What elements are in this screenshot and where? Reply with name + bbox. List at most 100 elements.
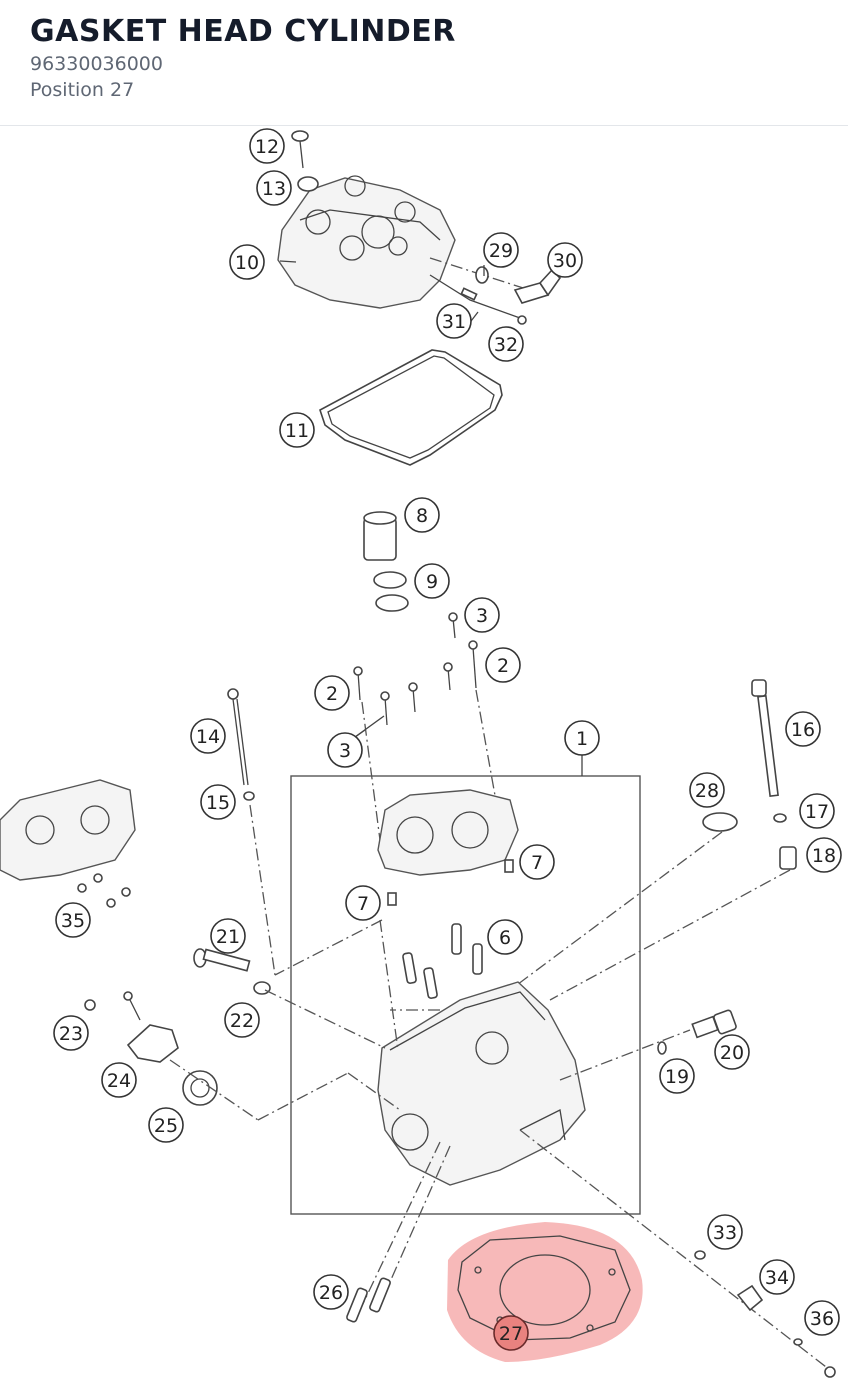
svg-text:26: 26	[319, 1282, 343, 1304]
valve-cover-gasket	[319, 349, 503, 466]
svg-text:8: 8	[416, 505, 428, 527]
svg-text:31: 31	[442, 311, 466, 333]
callout-18[interactable]: 18	[806, 837, 842, 873]
svg-text:21: 21	[216, 926, 240, 948]
svg-text:32: 32	[494, 334, 518, 356]
svg-text:9: 9	[426, 571, 438, 593]
tensioner-bolt	[193, 948, 386, 1049]
camshaft-carrier-spare	[0, 779, 136, 908]
svg-text:11: 11	[285, 420, 309, 442]
svg-text:16: 16	[791, 719, 815, 741]
svg-text:14: 14	[196, 726, 220, 748]
callout-23[interactable]: 23	[53, 1015, 89, 1051]
svg-text:29: 29	[489, 240, 513, 262]
svg-text:6: 6	[499, 927, 511, 949]
position-label: Position 27	[30, 79, 135, 101]
svg-text:10: 10	[235, 252, 259, 274]
cylinder-head	[377, 981, 586, 1186]
callout-2[interactable]: 2	[314, 675, 350, 711]
callout-29[interactable]: 29	[483, 232, 519, 268]
svg-text:2: 2	[326, 683, 338, 705]
svg-text:19: 19	[665, 1066, 689, 1088]
svg-text:34: 34	[765, 1267, 789, 1289]
temperature-sensor	[559, 1009, 737, 1081]
callout-13[interactable]: 13	[256, 170, 292, 206]
svg-text:13: 13	[262, 178, 286, 200]
cover-bolt	[291, 130, 309, 169]
valve-cover	[277, 175, 456, 309]
head-gasket	[457, 1235, 631, 1341]
callout-12[interactable]: 12	[249, 128, 285, 164]
svg-text:1: 1	[576, 728, 588, 750]
callout-20[interactable]: 20	[714, 1034, 750, 1070]
svg-text:20: 20	[720, 1042, 744, 1064]
svg-text:17: 17	[805, 801, 829, 823]
callout-28[interactable]: 28	[689, 772, 725, 808]
dowel-pins	[346, 1141, 451, 1323]
svg-text:23: 23	[59, 1023, 83, 1045]
header: GASKET HEAD CYLINDER 96330036000 Positio…	[0, 0, 848, 126]
svg-text:3: 3	[476, 605, 488, 627]
callout-35[interactable]: 35	[55, 902, 91, 938]
callout-25[interactable]: 25	[148, 1107, 184, 1143]
callout-15[interactable]: 15	[200, 784, 236, 820]
callout-7[interactable]: 7	[519, 844, 555, 880]
svg-text:33: 33	[713, 1222, 737, 1244]
svg-text:35: 35	[61, 910, 85, 932]
callout-19[interactable]: 19	[659, 1058, 695, 1094]
oil-filter	[363, 511, 397, 561]
svg-text:30: 30	[553, 250, 577, 272]
callout-32[interactable]: 32	[488, 326, 524, 362]
svg-text:2: 2	[497, 655, 509, 677]
svg-text:25: 25	[154, 1115, 178, 1137]
svg-text:15: 15	[206, 792, 230, 814]
part-number: 96330036000	[30, 53, 163, 75]
assembly-frame	[290, 754, 641, 1215]
drain-plug-parts	[519, 1129, 836, 1378]
callout-10[interactable]: 10	[229, 244, 265, 280]
callout-7[interactable]: 7	[345, 885, 381, 921]
callout-24[interactable]: 24	[101, 1062, 137, 1098]
svg-text:18: 18	[812, 845, 836, 867]
spark-plug-parts	[84, 991, 401, 1121]
cover-washer	[297, 176, 319, 192]
o-ring-28	[702, 812, 738, 832]
svg-text:36: 36	[810, 1308, 834, 1330]
svg-text:24: 24	[107, 1070, 131, 1092]
callout-26[interactable]: 26	[313, 1274, 349, 1310]
callout-30[interactable]: 30	[547, 242, 583, 278]
callout-34[interactable]: 34	[759, 1259, 795, 1295]
camshaft-carrier	[377, 789, 519, 906]
svg-text:3: 3	[339, 740, 351, 762]
svg-text:7: 7	[531, 852, 543, 874]
valve-guides	[402, 923, 483, 999]
callout-3[interactable]: 3	[464, 597, 500, 633]
callout-21[interactable]: 21	[210, 918, 246, 954]
head-gasket-highlight[interactable]	[447, 1222, 643, 1362]
callout-6[interactable]: 6	[487, 919, 523, 955]
callout-17[interactable]: 17	[799, 793, 835, 829]
svg-text:7: 7	[357, 893, 369, 915]
svg-text:28: 28	[695, 780, 719, 802]
svg-text:22: 22	[230, 1010, 254, 1032]
callout-1[interactable]: 1	[564, 720, 600, 756]
callout-14[interactable]: 14	[190, 718, 226, 754]
breather-fitting	[429, 257, 562, 325]
svg-text:12: 12	[255, 136, 279, 158]
o-ring-upper	[373, 571, 407, 589]
callout-9[interactable]: 9	[414, 563, 450, 599]
callout-8[interactable]: 8	[404, 497, 440, 533]
callout-27[interactable]: 27	[493, 1315, 529, 1351]
page-title: GASKET HEAD CYLINDER	[30, 14, 456, 49]
o-ring-lower	[375, 594, 409, 612]
callout-33[interactable]: 33	[707, 1214, 743, 1250]
callout-3[interactable]: 3	[327, 732, 363, 768]
callout-11[interactable]: 11	[279, 412, 315, 448]
callout-16[interactable]: 16	[785, 711, 821, 747]
long-bolt-right	[549, 679, 797, 1001]
callout-31[interactable]: 31	[436, 303, 472, 339]
callout-36[interactable]: 36	[804, 1300, 840, 1336]
callout-22[interactable]: 22	[224, 1002, 260, 1038]
callout-2[interactable]: 2	[485, 647, 521, 683]
